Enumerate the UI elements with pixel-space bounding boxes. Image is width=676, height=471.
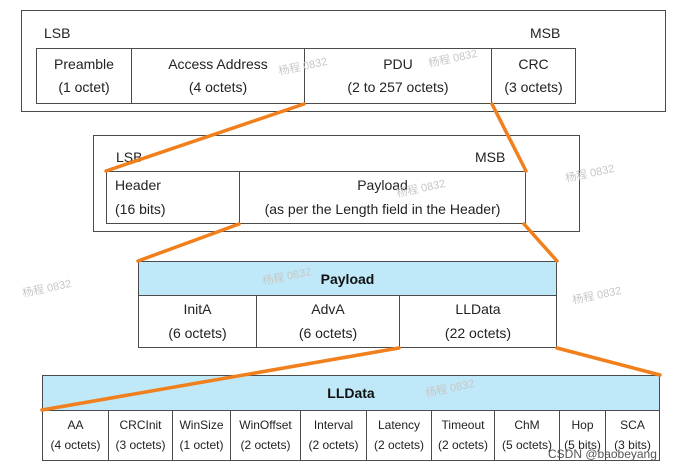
field-size: (4 octets) (188, 79, 248, 95)
pdu-fields: Header (16 bits) Payload (as per the Len… (106, 171, 526, 224)
field-size: (3 octets) (504, 79, 563, 95)
msb-label: MSB (475, 149, 506, 165)
connector-lldata-right (555, 346, 662, 377)
field-payload: Payload (as per the Length field in the … (240, 172, 525, 223)
field-size: (16 bits) (115, 200, 166, 217)
field-name: CRCInit (119, 418, 162, 433)
field-name: Header (115, 177, 161, 194)
field-size: (2 to 257 octets) (347, 79, 449, 95)
field-winoffset: WinOffset (2 octets) (231, 411, 301, 460)
csdn-credit: CSDN @baobeyang (548, 447, 657, 461)
field-name: Preamble (54, 55, 114, 72)
field-size: (4 octets) (50, 437, 101, 452)
field-size: (2 octets) (373, 437, 424, 452)
field-size: (5 bits) (564, 437, 601, 452)
packet-fields: Preamble (1 octet) Access Address (4 oct… (36, 48, 576, 104)
field-crcinit: CRCInit (3 octets) (109, 411, 173, 460)
field-size: (5 octets) (501, 437, 552, 452)
msb-label: MSB (530, 25, 561, 41)
field-name: InitA (183, 301, 212, 318)
field-name: Interval (313, 418, 354, 433)
field-name: Timeout (441, 418, 485, 433)
field-adva: AdvA (6 octets) (257, 296, 400, 347)
field-sca: SCA (3 bits) (606, 411, 659, 460)
field-access-address: Access Address (4 octets) (132, 49, 305, 103)
watermark-text: 杨程 0832 (571, 284, 623, 307)
field-name: CRC (518, 55, 549, 72)
field-name: Payload (357, 177, 408, 194)
lsb-label: LSB (44, 25, 71, 41)
field-name: LLData (455, 301, 501, 318)
packet-frame: LSB MSB (21, 10, 666, 112)
field-aa: AA (4 octets) (43, 411, 109, 460)
field-size: (22 octets) (444, 324, 512, 341)
field-preamble: Preamble (1 octet) (37, 49, 132, 103)
field-winsize: WinSize (1 octet) (173, 411, 231, 460)
field-name: AdvA (311, 301, 345, 318)
field-size: (1 octet) (58, 79, 110, 95)
field-size: (6 octets) (168, 324, 227, 341)
field-name: SCA (620, 418, 645, 433)
payload-fields: InitA (6 octets) AdvA (6 octets) LLData … (138, 295, 557, 348)
field-name: WinSize (179, 418, 224, 433)
field-name: Latency (377, 418, 421, 433)
field-crc: CRC (3 octets) (492, 49, 575, 103)
field-size: (1 octet) (179, 437, 224, 452)
lldata-fields: AA (4 octets) CRCInit (3 octets) WinSize… (42, 410, 660, 461)
field-size: (2 octets) (308, 437, 359, 452)
field-lldata: LLData (22 octets) (400, 296, 556, 347)
field-size: (3 bits) (614, 437, 651, 452)
field-header: Header (16 bits) (107, 172, 240, 223)
field-name: WinOffset (239, 418, 292, 433)
field-interval: Interval (2 octets) (301, 411, 367, 460)
field-size: (2 octets) (240, 437, 291, 452)
field-name: AA (67, 418, 84, 433)
field-hop: Hop (5 bits) (560, 411, 606, 460)
field-size: (6 octets) (298, 324, 358, 341)
field-name: Hop (571, 418, 594, 433)
lldata-title: LLData (327, 385, 375, 401)
field-size: (2 octets) (437, 437, 488, 452)
field-chm: ChM (5 octets) (495, 411, 560, 460)
field-size: (3 octets) (115, 437, 166, 452)
payload-title: Payload (320, 270, 375, 287)
field-name: Access Address (168, 55, 268, 72)
lsb-label: LSB (116, 149, 143, 165)
field-timeout: Timeout (2 octets) (432, 411, 495, 460)
field-pdu: PDU (2 to 257 octets) (305, 49, 492, 103)
payload-title-bar: Payload (138, 261, 557, 296)
field-size: (as per the Length field in the Header) (264, 200, 501, 217)
field-name: ChM (514, 418, 540, 433)
field-latency: Latency (2 octets) (367, 411, 432, 460)
watermark-text: 杨程 0832 (21, 277, 73, 300)
field-inita: InitA (6 octets) (139, 296, 257, 347)
lldata-title-bar: LLData (42, 375, 660, 411)
field-name: PDU (383, 55, 413, 72)
